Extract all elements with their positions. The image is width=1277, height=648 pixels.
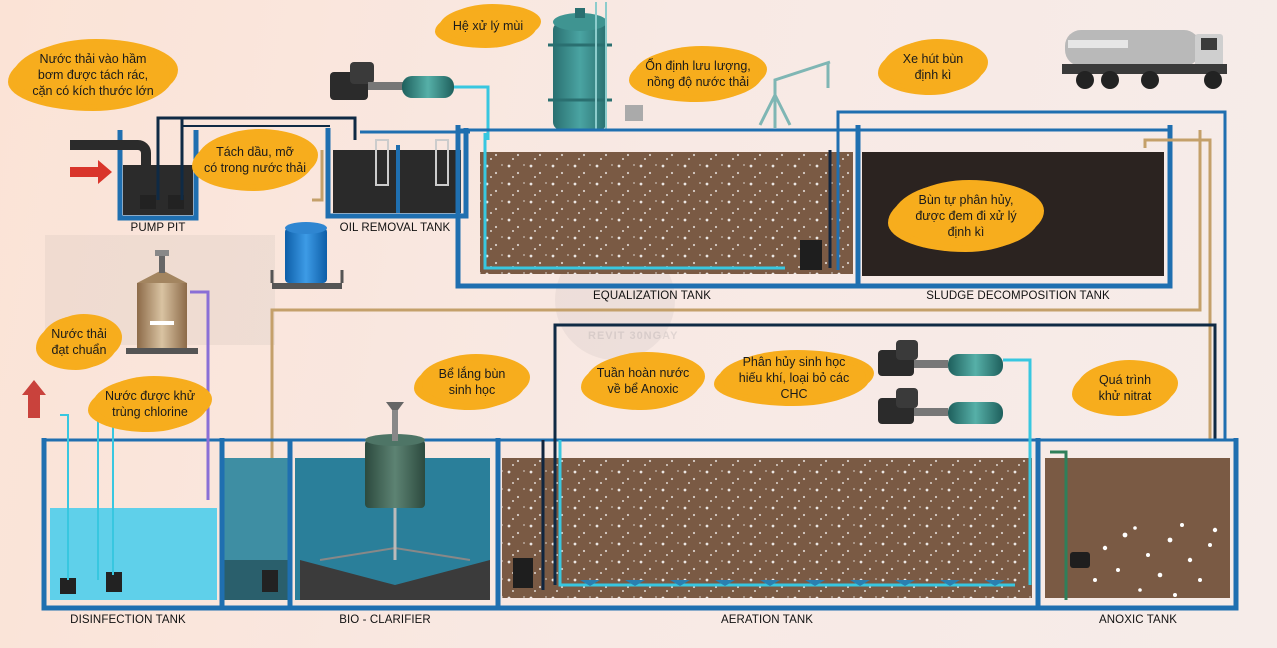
bubble-chlorine-disinfection: Nước được khử trùng chlorine — [96, 382, 204, 426]
chlorine-tank — [126, 250, 210, 500]
watermark-text: REVIT 30NGAY — [588, 330, 679, 342]
sludge-tanker-truck-icon — [1062, 30, 1227, 89]
bubble-recirculation: Tuần hoàn nước về bể Anoxic — [589, 358, 697, 404]
oil-removal-tank — [325, 128, 470, 219]
aeration-tank — [495, 323, 1217, 611]
pipe-sludge-return — [270, 130, 1202, 565]
disinfection-tank — [41, 414, 225, 611]
sludge-crane — [758, 60, 831, 128]
label-sludge-decomposition-tank: SLUDGE DECOMPOSITION TANK — [926, 290, 1110, 302]
bubble-oil-separation: Tách dầu, mỡ có trong nước thải — [200, 135, 310, 185]
label-oil-removal-tank: OIL REMOVAL TANK — [339, 222, 451, 234]
bubble-odor-treatment: Hệ xử lý mùi — [443, 10, 533, 42]
bubble-denitrification: Quá trình khử nitrat — [1080, 366, 1170, 410]
oil-collection-drum — [270, 150, 344, 289]
pipe-pump-to-oil — [156, 116, 357, 140]
bubble-sludge-truck: Xe hút bùn định kì — [886, 45, 980, 89]
bubble-treated-water: Nước thải đạt chuẩn — [44, 320, 114, 364]
outlet-arrow-icon — [22, 380, 46, 418]
label-anoxic-tank: ANOXIC TANK — [1099, 614, 1177, 626]
label-pump-pit: PUMP PIT — [130, 222, 186, 234]
air-blower-top — [330, 62, 490, 140]
air-blowers-aeration — [878, 340, 1003, 424]
label-aeration-tank: AERATION TANK — [720, 614, 814, 626]
bio-clarifier-tank — [219, 402, 530, 611]
label-disinfection-tank: DISINFECTION TANK — [70, 614, 186, 626]
bubble-bio-settling: Bể lắng bùn sinh học — [422, 360, 522, 404]
pipe-recirculation — [553, 323, 1217, 585]
bubble-flow-stabilization: Ổn định lưu lượng, nồng độ nước thải — [637, 52, 759, 96]
equalization-tank — [455, 125, 861, 289]
bubble-inlet-screening: Nước thải vào hầm bơm được tách rác, cặn… — [16, 45, 170, 105]
bubble-aerobic-decomposition: Phân hủy sinh học hiếu khí, loại bỏ các … — [722, 355, 866, 401]
inlet-arrow-icon — [70, 160, 112, 184]
odor-scrubber-tower — [548, 2, 643, 130]
label-bio-clarifier: BIO - CLARIFIER — [339, 614, 431, 626]
bubble-sludge-decomposition: Bùn tự phân hủy, được đem đi xử lý định … — [896, 186, 1036, 246]
pump-pit-tank — [70, 118, 199, 221]
aeration-diffusers — [580, 580, 1005, 586]
label-equalization-tank: EQUALIZATION TANK — [593, 290, 711, 302]
anoxic-tank — [1035, 438, 1239, 611]
